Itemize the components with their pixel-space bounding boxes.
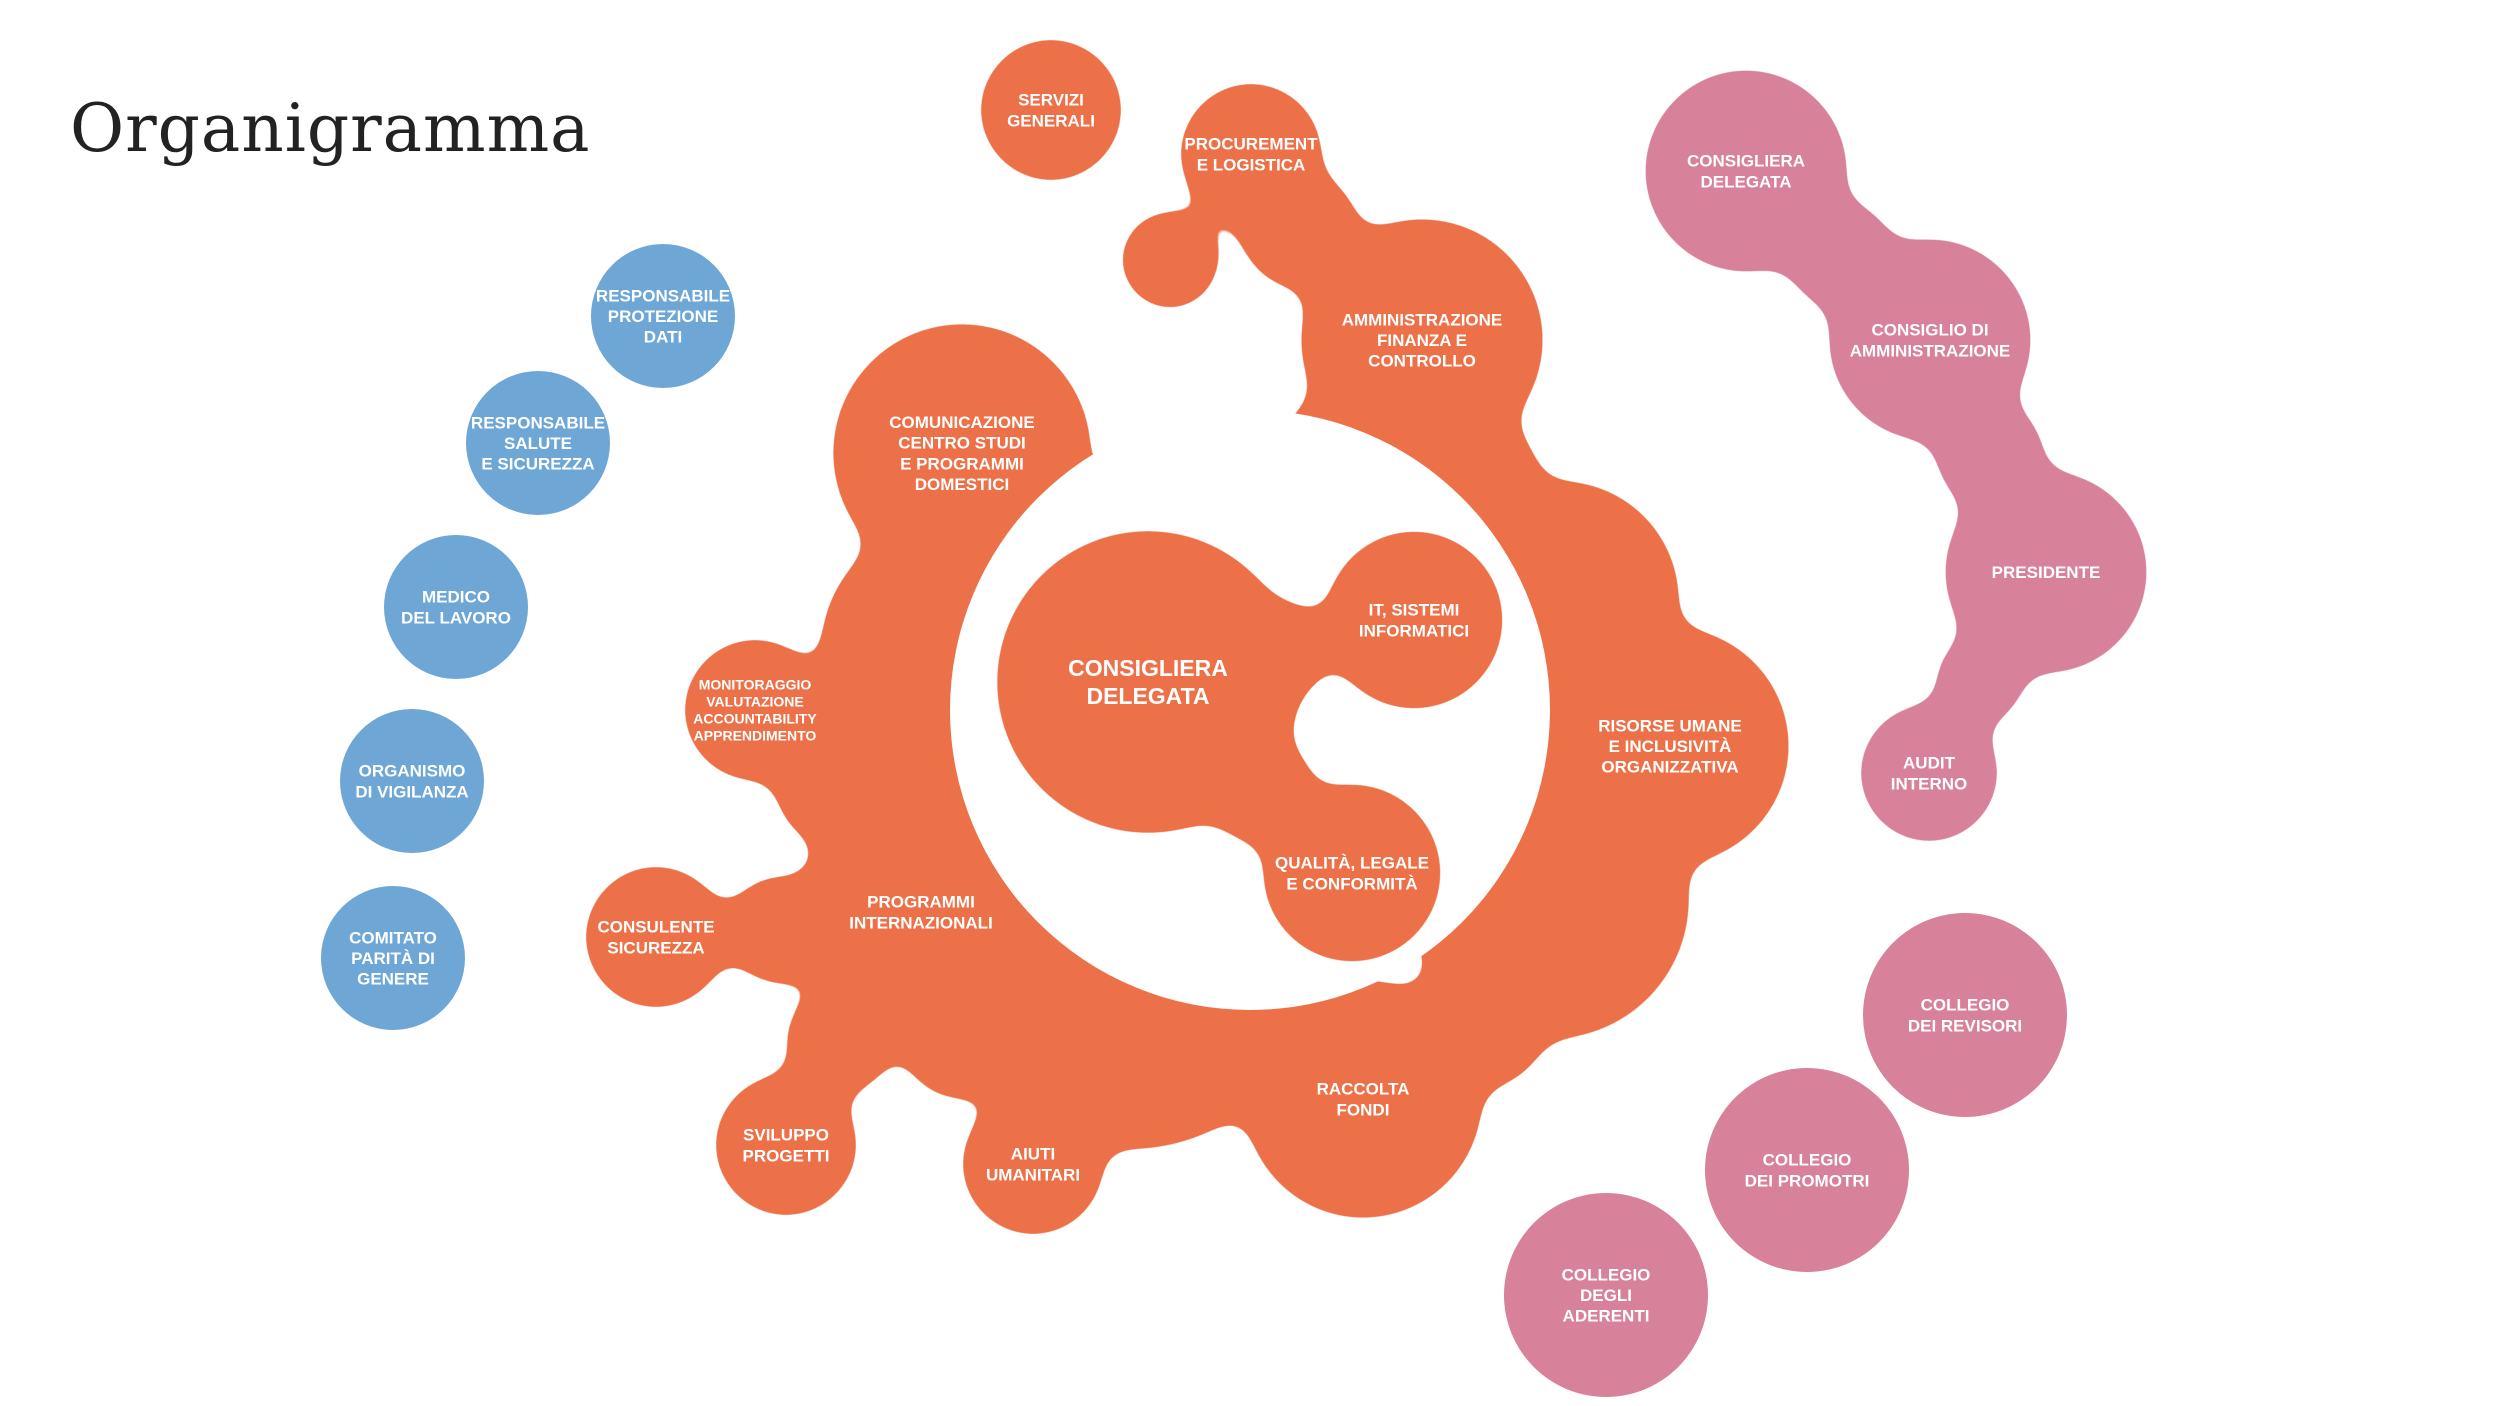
consiglio-amministrazione-bubble [1828,238,2032,442]
qualita-legale-bubble [1262,783,1442,963]
inner-blob-group [996,530,1504,963]
risorse-umane-bubble [1550,626,1790,866]
sviluppo-progetti-bubble [714,1073,858,1217]
comitato-parita-bubble [321,886,465,1030]
aiuti-umanitari-bubble [961,1092,1105,1236]
programmi-internazionali-bubble [799,790,1043,1034]
collegio-promotri-bubble [1705,1068,1909,1272]
servizi-generali-bubble [979,38,1123,182]
responsabile-protezione-dati-bubble [591,244,735,388]
collegio-aderenti-bubble [1504,1193,1708,1397]
amministrazione-bubble [1300,218,1544,462]
monitoraggio-bubble [683,638,827,782]
raccolta-fondi-bubble [1243,979,1483,1219]
presidente-label: PRESIDENTE [1992,563,2101,582]
standalone-circles [321,244,2067,1397]
it-sistemi-bubble [1324,530,1504,710]
responsabile-salute-sicurezza-bubble [466,371,610,515]
pink-blob-group [1644,69,2148,843]
orange-blob-bridge [1120,210,1220,310]
procurement-logistica-bubble [1179,82,1323,226]
audit-interno-bubble [1859,703,1999,843]
consigliera-delegata-board-bubble [1644,69,1848,273]
orange-blob-bridge [1080,1000,1200,1120]
collegio-revisori-bubble [1863,913,2067,1117]
consulente-sicurezza-bubble [584,865,728,1009]
presidente-bubble [1944,470,2148,674]
page-title: Organigramma [70,90,591,167]
medico-lavoro-bubble [384,535,528,679]
consigliera-delegata-center-bubble [996,530,1300,834]
organismo-vigilanza-bubble [340,709,484,853]
